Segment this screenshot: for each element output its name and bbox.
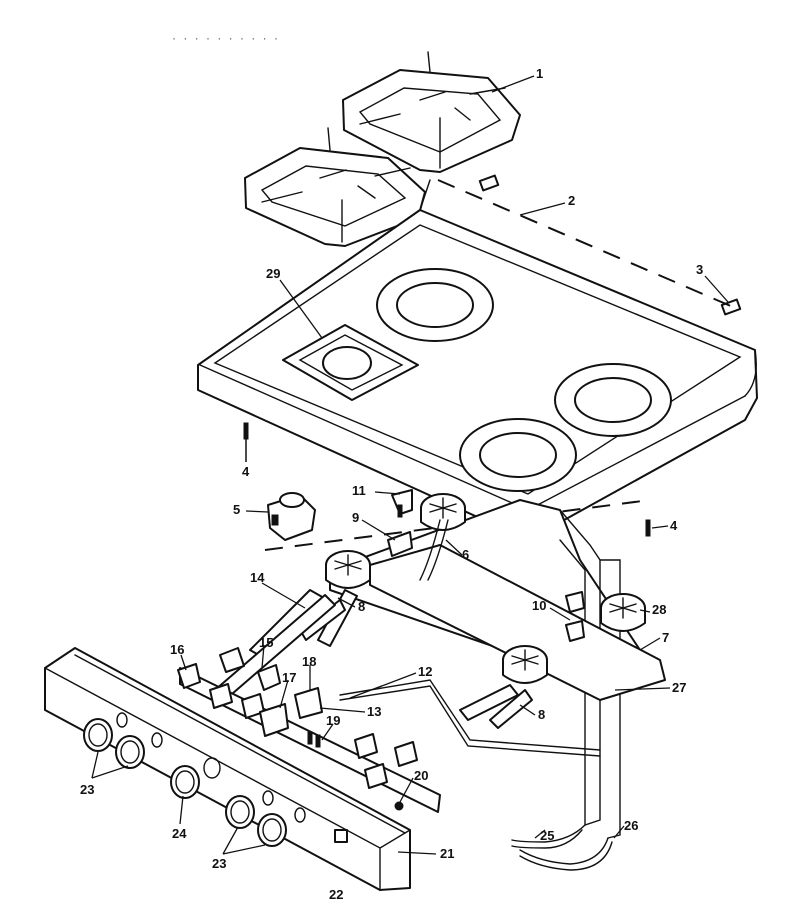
knob-3[interactable] [170, 765, 200, 799]
callout-24: 24 [172, 826, 187, 841]
callout-4-right: 4 [670, 518, 678, 533]
screws-19 [307, 731, 321, 748]
switch-22 [334, 829, 348, 843]
burner-rear [420, 493, 466, 531]
screw-right [645, 519, 651, 537]
knob-1[interactable] [83, 718, 113, 752]
alignment-dash-top [437, 179, 741, 311]
valve-15 [219, 647, 281, 691]
center-plate [282, 324, 419, 401]
callout-8-left: 8 [358, 599, 365, 614]
hinge-clip-right [720, 298, 742, 316]
callout-25: 25 [540, 828, 554, 843]
callout-7: 7 [662, 630, 669, 645]
burner-right [600, 593, 646, 632]
knob-2[interactable] [115, 735, 145, 769]
hinge-clip-top [478, 174, 500, 192]
callout-26: 26 [624, 818, 638, 833]
valve-mid-2 [354, 733, 418, 789]
pressure-regulator [267, 492, 316, 541]
spark-module-17 [259, 703, 289, 737]
callout-16: 16 [170, 642, 184, 657]
burner-left [325, 550, 371, 589]
callout-5: 5 [233, 502, 240, 517]
callout-4-left: 4 [242, 464, 250, 479]
gas-tube-26 [519, 837, 613, 871]
callout-2: 2 [568, 193, 575, 208]
callout-22: 22 [329, 887, 343, 900]
leader-lines [91, 75, 729, 855]
callout-23-left: 23 [80, 782, 94, 797]
electrode-9 [387, 531, 413, 557]
igniter-10 [565, 591, 585, 642]
callout-21: 21 [440, 846, 454, 861]
header-text: · · · · · · · · · · [172, 31, 280, 45]
callout-29: 29 [266, 266, 280, 281]
gas-tube-25 [511, 824, 586, 849]
callout-28: 28 [652, 602, 666, 617]
callout-8-front: 8 [538, 707, 545, 722]
valve-mid-1 [209, 683, 265, 719]
cross-bar [369, 544, 666, 701]
callout-9: 9 [352, 510, 359, 525]
callout-23-right: 23 [212, 856, 226, 871]
top-burner-opening-rear-left [376, 268, 494, 342]
callout-13: 13 [367, 704, 381, 719]
gas-tube-6 [419, 519, 449, 581]
callout-17: 17 [282, 670, 296, 685]
callout-labels: 1 2 3 4 4 5 6 7 8 8 9 10 11 12 13 14 15 … [80, 66, 703, 900]
callout-19: 19 [326, 713, 340, 728]
callout-18: 18 [302, 654, 316, 669]
callout-1: 1 [536, 66, 543, 81]
main-top-panel [197, 179, 758, 541]
callout-6: 6 [462, 547, 469, 562]
top-burner-opening-front [459, 418, 577, 492]
igniter-11 [391, 489, 413, 518]
screw-20 [394, 801, 404, 811]
knob-5[interactable] [257, 813, 287, 847]
callout-3: 3 [696, 262, 703, 277]
valve-16 [177, 663, 201, 689]
top-burner-opening-rear-right [554, 363, 672, 437]
callout-10: 10 [532, 598, 546, 613]
callout-27: 27 [672, 680, 686, 695]
burner-tube-front [459, 684, 533, 729]
callout-14: 14 [250, 570, 265, 585]
callout-20: 20 [414, 768, 428, 783]
control-panel [44, 647, 411, 891]
burner-front [502, 645, 548, 684]
orifice-18 [294, 687, 323, 719]
callout-11: 11 [352, 483, 366, 498]
callout-12: 12 [418, 664, 432, 679]
callout-15: 15 [259, 635, 273, 650]
gas-tube-12 [339, 679, 601, 757]
burner-grate-right [342, 51, 521, 173]
knob-4[interactable] [225, 795, 255, 829]
panel-holes [116, 712, 306, 823]
